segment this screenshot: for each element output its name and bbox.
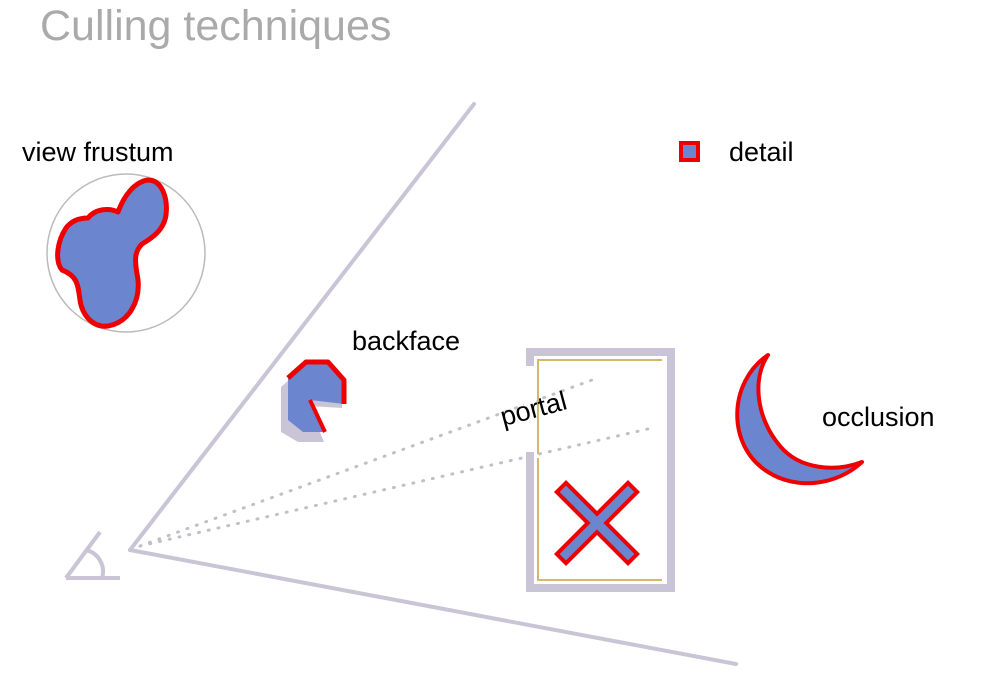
view-frustum-object <box>46 173 206 333</box>
room-wall-gold-lower <box>537 458 662 581</box>
backface-shape <box>288 362 344 432</box>
occlusion-crescent <box>735 353 864 486</box>
backface-red-edge <box>286 359 347 404</box>
bounding-sphere <box>46 173 206 333</box>
frustum-lower-line <box>128 548 738 666</box>
label-view-frustum: view frustum <box>22 137 174 167</box>
detail-icon <box>679 141 700 162</box>
portal-room <box>524 348 675 592</box>
portal-sight-lines <box>138 378 654 548</box>
frustum-upper-line <box>128 102 476 552</box>
label-backface: backface <box>352 326 461 356</box>
room-wall-gold <box>537 359 662 454</box>
frustum-lines <box>128 102 738 666</box>
backface-red-notch <box>308 399 327 433</box>
label-occlusion: occlusion <box>822 402 935 432</box>
slide-title: Culling techniques <box>40 2 392 50</box>
frustum-blob <box>55 177 169 329</box>
backface-object <box>281 359 347 442</box>
label-detail: detail <box>729 137 794 167</box>
eye-icon <box>64 530 120 580</box>
culled-x-icon <box>553 479 641 567</box>
